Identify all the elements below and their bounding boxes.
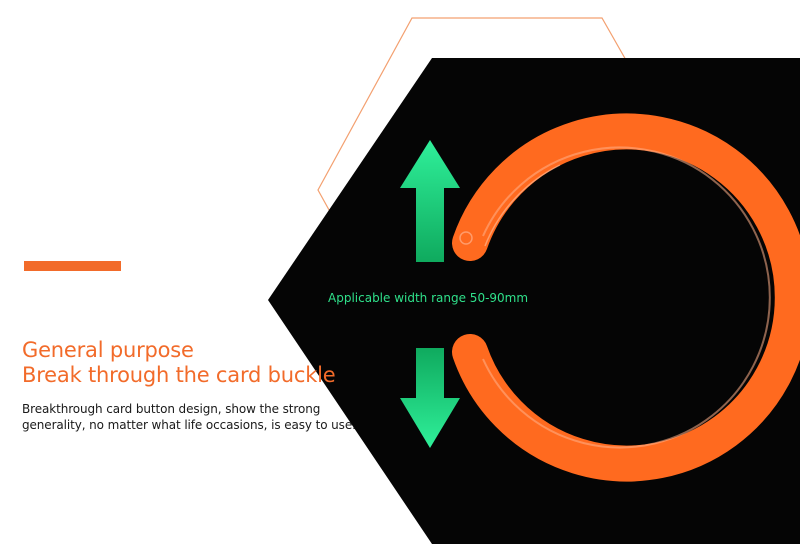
width-range-label: Applicable width range 50-90mm xyxy=(328,291,529,305)
description-line-2: generality, no matter what life occasion… xyxy=(22,418,356,432)
arrow-down-icon xyxy=(400,348,460,448)
description: Breakthrough card button design, show th… xyxy=(22,401,356,433)
headline-line-1: General purpose xyxy=(22,338,194,362)
arrow-up-icon xyxy=(400,140,460,262)
accent-bar xyxy=(24,261,121,271)
description-line-1: Breakthrough card button design, show th… xyxy=(22,402,321,416)
headline-line-2: Break through the card buckle xyxy=(22,363,336,387)
headline: General purpose Break through the card b… xyxy=(22,338,336,388)
hexagon-background xyxy=(268,58,800,544)
clip-ring xyxy=(452,113,800,482)
